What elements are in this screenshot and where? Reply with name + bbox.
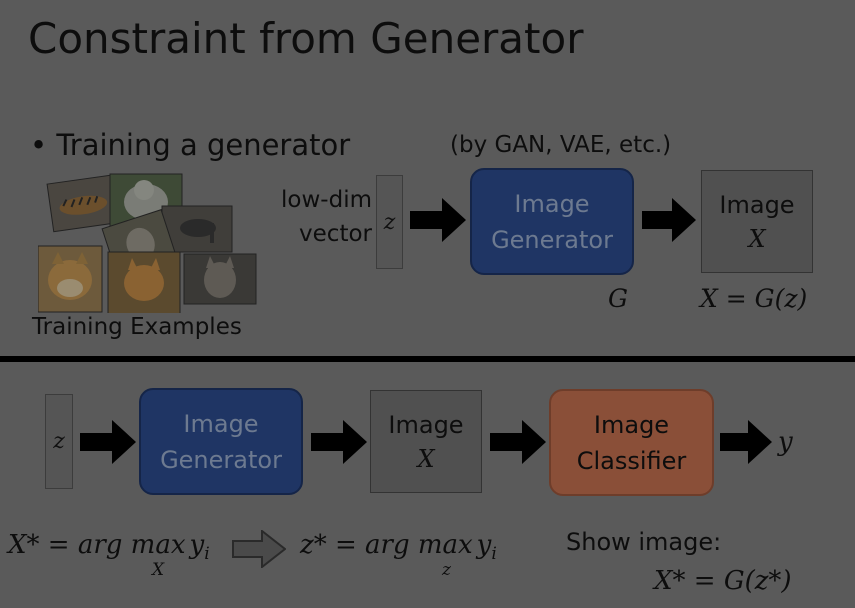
bullet-training-generator: • Training a generator bbox=[30, 128, 350, 162]
bottom-generator-line1: Image bbox=[183, 409, 259, 438]
bottom-z-label: z bbox=[53, 429, 65, 454]
show-image-label: Show image: bbox=[566, 528, 722, 556]
formula-right-rhs-sub: i bbox=[491, 544, 497, 565]
top-equation: X = G(z) bbox=[700, 284, 808, 313]
formula-right-rhs: y bbox=[476, 530, 492, 560]
top-image-line1: Image bbox=[719, 190, 795, 219]
top-image-generator: Image Generator bbox=[470, 168, 634, 275]
photo-collage-graphic bbox=[37, 173, 257, 315]
bottom-image-line1: Image bbox=[388, 410, 464, 439]
formula-right-lhs: z* = arg max bbox=[300, 530, 473, 560]
bottom-z-vector: z bbox=[45, 394, 73, 489]
arrow-icon bbox=[80, 420, 136, 464]
shiba-photo bbox=[37, 245, 103, 313]
top-z-label: z bbox=[383, 209, 396, 235]
arrow-icon bbox=[490, 420, 546, 464]
arrow-icon bbox=[720, 420, 772, 464]
lowdim-vector-label: low-dim vector bbox=[262, 183, 372, 251]
lowdim-label-line1: low-dim bbox=[281, 187, 372, 213]
formula-left-argmax-sub: X bbox=[152, 560, 165, 580]
formula-left-rhs: y bbox=[189, 530, 205, 560]
bullet-marker: • bbox=[30, 128, 48, 162]
top-z-vector: z bbox=[376, 175, 403, 269]
formula-left-lhs: X* = arg max bbox=[8, 530, 186, 560]
method-note: (by GAN, VAE, etc.) bbox=[450, 132, 672, 158]
wolf-photo bbox=[183, 253, 257, 305]
training-examples-label: Training Examples bbox=[32, 314, 242, 340]
arrow-icon bbox=[642, 198, 696, 242]
top-generator-line2: Generator bbox=[491, 225, 613, 254]
hollow-arrow-icon bbox=[232, 530, 286, 568]
goat-photo bbox=[161, 205, 233, 253]
arrow-icon bbox=[410, 198, 466, 242]
classifier-line1: Image bbox=[593, 410, 670, 439]
formula-left-rhs-sub: i bbox=[204, 544, 210, 565]
top-image-box: Image X bbox=[701, 170, 813, 273]
formula-right-argmax-sub: z bbox=[442, 560, 451, 580]
training-examples-collage bbox=[37, 168, 258, 315]
lowdim-label-line2: vector bbox=[299, 221, 372, 247]
bottom-image-generator: Image Generator bbox=[139, 388, 303, 495]
arrow-icon bbox=[311, 420, 367, 464]
bottom-image-box: Image X bbox=[370, 390, 482, 493]
image-classifier: Image Classifier bbox=[549, 389, 714, 496]
top-image-line2: X bbox=[748, 224, 766, 253]
top-generator-line1: Image bbox=[514, 189, 590, 218]
classifier-line2: Classifier bbox=[576, 446, 687, 475]
generator-symbol: G bbox=[608, 284, 628, 313]
page-title: Constraint from Generator bbox=[28, 14, 584, 63]
bottom-image-line2: X bbox=[417, 444, 435, 473]
cat-photo bbox=[107, 251, 181, 315]
bottom-generator-line2: Generator bbox=[160, 445, 282, 474]
section-divider bbox=[0, 356, 855, 362]
tiger-photo bbox=[46, 174, 122, 233]
samoyed-photo bbox=[109, 173, 183, 237]
bullet-text: Training a generator bbox=[56, 128, 351, 162]
output-y: y bbox=[778, 427, 793, 457]
show-image-equation: X* = G(z*) bbox=[654, 566, 792, 596]
